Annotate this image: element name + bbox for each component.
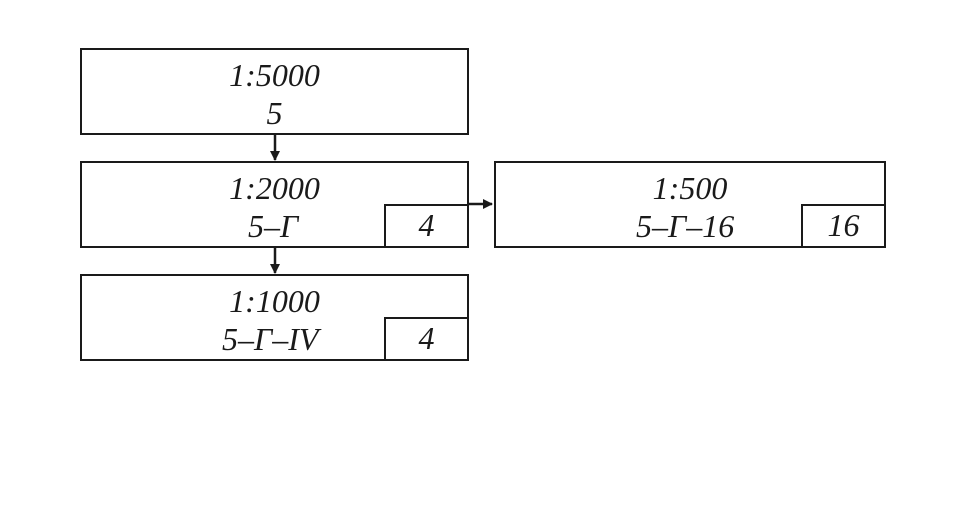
scale-label: 1:2000 bbox=[229, 170, 320, 206]
scale-label: 1:5000 bbox=[229, 57, 320, 93]
node-scale-1-1000: 1:1000 5–Г–IV 4 bbox=[80, 274, 469, 361]
node-scale-1-2000: 1:2000 5–Г 4 bbox=[80, 161, 469, 248]
sheet-code: 5–Г–16 bbox=[636, 208, 735, 244]
node-scale-1-500: 1:500 5–Г–16 16 bbox=[494, 161, 886, 248]
scale-label: 1:1000 bbox=[229, 283, 320, 319]
scale-label: 1:500 bbox=[652, 170, 728, 206]
sheet-code: 5 bbox=[266, 95, 283, 131]
sheet-count: 16 bbox=[801, 204, 886, 248]
node-scale-1-5000: 1:5000 5 bbox=[80, 48, 469, 135]
sheet-code: 5–Г–IV bbox=[222, 321, 319, 357]
sheet-count: 4 bbox=[384, 317, 469, 361]
sheet-code: 5–Г bbox=[248, 208, 299, 244]
sheet-count: 4 bbox=[384, 204, 469, 248]
